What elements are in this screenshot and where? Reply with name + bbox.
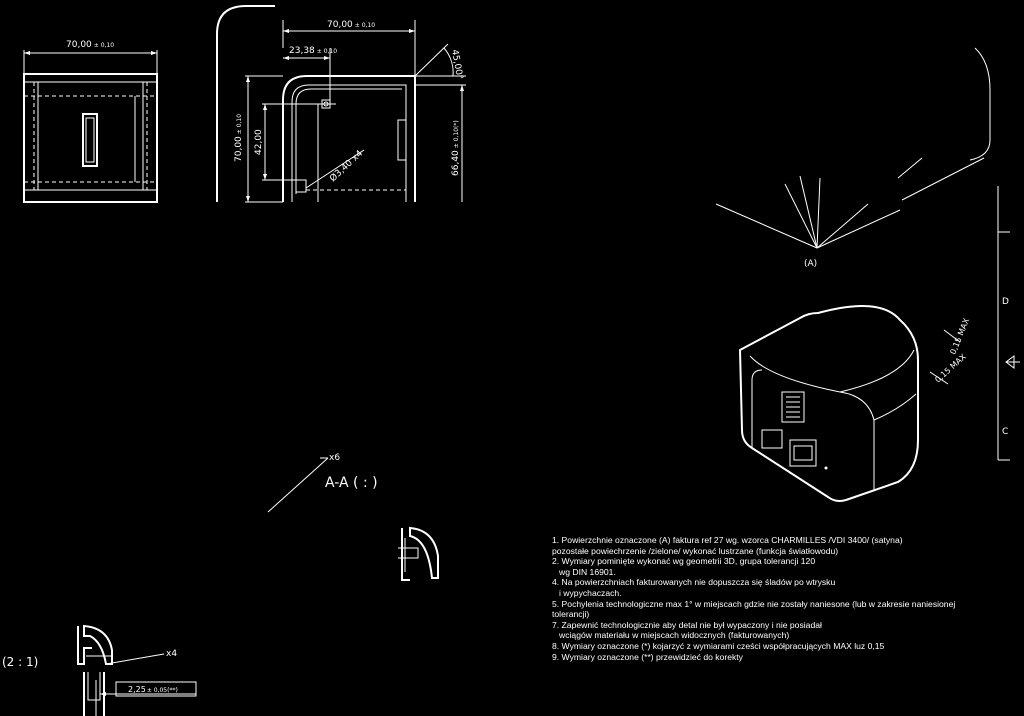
note-line: i wypychaczach. xyxy=(559,587,622,598)
note-line: 8. Wymiary oznaczone (*) kojarzyć z wymi… xyxy=(552,640,885,651)
surface-symbol: (A) xyxy=(715,47,991,269)
hole-dim: Ø3,40 x4 xyxy=(328,148,366,184)
note-line: 4. Na powierzchniach fakturowanych nie d… xyxy=(552,577,836,588)
notes-block: 1. Powierzchnie oznaczone (A) faktura re… xyxy=(552,535,1002,662)
height-total-dim: 70,00± 0,10 xyxy=(234,114,244,162)
scale-label: (2 : 1) xyxy=(2,655,38,669)
front-view: 70,00± 0,10 xyxy=(23,40,158,203)
detail-dim: 2,25± 0,05(**) xyxy=(128,685,178,694)
note-line: 9. Wymiary oznaczone (**) przewidzieć do… xyxy=(552,651,743,662)
note-line: wciągów materiału w miejscach widocznych… xyxy=(559,630,790,641)
isometric-view: 0,15 MAX 0,15 MAX xyxy=(738,304,971,502)
note-line: wg DIN 16901. xyxy=(559,566,616,577)
surface-label: (A) xyxy=(804,259,817,269)
top-width-dim: 70,00± 0,10 xyxy=(327,20,375,30)
note-line: 7. Zapewnić technologicznie aby detal ni… xyxy=(552,619,822,630)
offset-dim: 23,38± 0,10 xyxy=(289,46,337,56)
tolerance-2: 0,15 MAX xyxy=(933,352,968,385)
detail-view: (2 : 1) x4 2,25± 0,05(**) xyxy=(2,624,197,716)
note-line: tolerancji) xyxy=(552,609,590,620)
letter-c: C xyxy=(1002,427,1008,437)
note-line: pozostałe powiechrzenie /zielone/ wykona… xyxy=(552,545,839,556)
section-label: A-A ( : ) xyxy=(325,475,378,491)
vent-grid xyxy=(781,391,805,423)
letter-d: D xyxy=(1002,297,1009,307)
height-right-dim: 66,40± 0,10(*) xyxy=(451,120,461,176)
note-line: 1. Powierzchnie oznaczone (A) faktura re… xyxy=(552,535,903,545)
side-view: 70,00± 0,10 23,38± 0,10 70,00± 0,10 42,0… xyxy=(216,5,466,203)
count-x4: x4 xyxy=(166,649,177,659)
note-line: 2. Wymiary pominięte wykonać wg geometri… xyxy=(552,556,816,567)
front-width-dim: 70,00± 0,10 xyxy=(66,40,114,50)
section-a-a: x6 A-A ( : ) xyxy=(267,453,439,581)
count-x6: x6 xyxy=(329,453,340,463)
height-inner-dim: 42,00 xyxy=(254,129,264,155)
note-line: 5. Pochylenia technologiczne max 1° w mi… xyxy=(552,598,956,609)
section-indicator: D C xyxy=(997,186,1020,461)
